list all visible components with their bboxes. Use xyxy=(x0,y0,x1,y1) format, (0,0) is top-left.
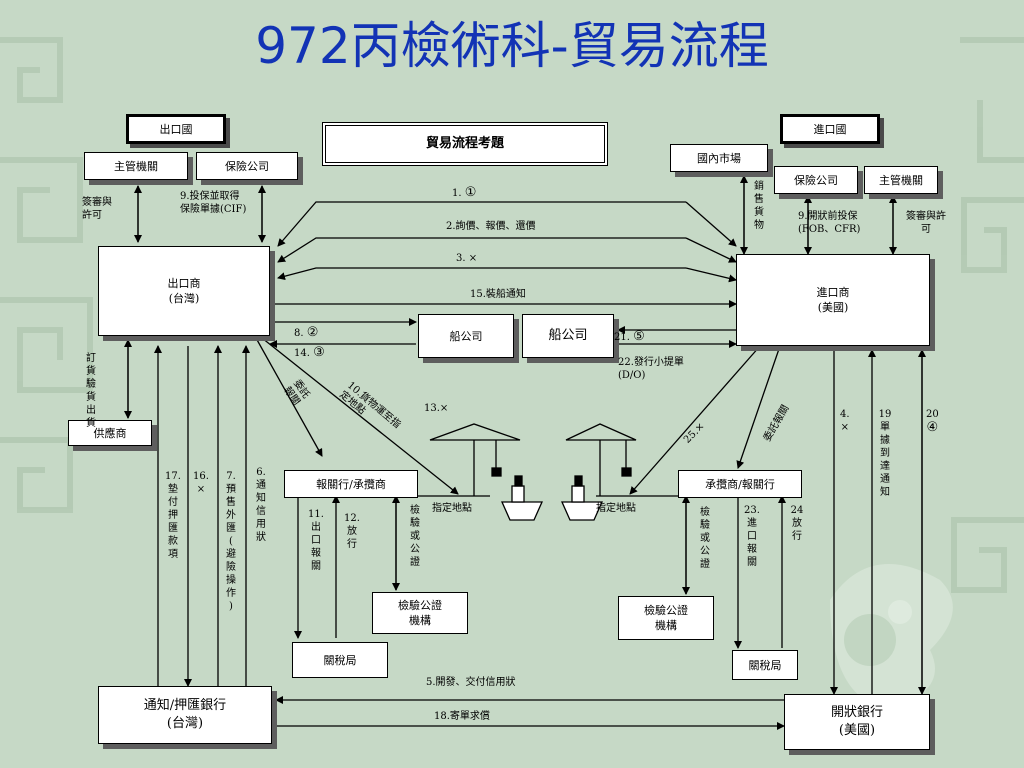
ship-icon xyxy=(500,475,544,521)
step-2-label: 2.詢價、報價、還價 xyxy=(446,221,536,232)
issuing-bank-box: 開狀銀行 (美國) xyxy=(784,694,930,750)
step-13-label: 13.× xyxy=(424,403,449,414)
inspection-agency-box-right: 檢驗公證 機構 xyxy=(618,596,714,640)
advising-bank-box: 通知/押匯銀行 (台灣) xyxy=(98,686,272,744)
export-country-box: 出口國 xyxy=(126,114,226,144)
ship-company-box: 船公司 xyxy=(522,314,614,358)
ship-company-box: 船公司 xyxy=(418,314,514,358)
crane-icon xyxy=(565,423,637,496)
designated-location-label-right: 指定地點 xyxy=(596,503,636,514)
customs-broker-box-left: 報關行/承攬商 xyxy=(284,470,418,498)
inspection-agency-box-left: 檢驗公證 機構 xyxy=(372,592,468,634)
supplier-box: 供應商 xyxy=(68,420,152,446)
exporter-box: 出口商 (台灣) xyxy=(98,246,270,336)
insurance-box-right: 保險公司 xyxy=(774,166,858,194)
authority-box-left: 主管機關 xyxy=(84,152,188,180)
step-8-label: 8. ② xyxy=(294,325,319,340)
step-19-label: 19 單 據 到 達 通 知 xyxy=(878,409,892,498)
step-12-label: 12. 放 行 xyxy=(344,513,360,550)
inspection-cert-label-right: 檢 驗 或 公 證 xyxy=(700,507,710,570)
step-1-label: 1. ① xyxy=(452,185,477,200)
exam-title-box: 貿易流程考題 xyxy=(322,122,608,166)
customs-office-box-left: 關稅局 xyxy=(292,642,388,678)
step-5-label: 5.開發、交付信用狀 xyxy=(426,677,516,688)
crane-icon xyxy=(429,423,521,497)
insure-fob-label: 9.開狀前投保 (FOB、CFR) xyxy=(798,211,861,235)
sales-goods-label: 銷 售 貨 物 xyxy=(754,181,764,231)
ship-icon xyxy=(560,475,604,521)
insurance-box-left: 保險公司 xyxy=(196,152,298,180)
approval-label-right: 簽審與許 可 xyxy=(906,211,946,235)
step-17-label: 17. 墊 付 押 匯 款 項 xyxy=(165,471,181,560)
designated-location-label-left: 指定地點 xyxy=(432,503,472,514)
step-18-label: 18.寄單求償 xyxy=(434,711,490,722)
importer-box: 進口商 (美國) xyxy=(736,254,930,346)
approval-label-left: 簽審與 許可 xyxy=(82,197,112,221)
step-3-label: 3. × xyxy=(456,253,478,264)
authority-box-right: 主管機關 xyxy=(864,166,938,194)
step-4-label: 4. × xyxy=(840,409,850,433)
step-7-label: 7. 預 售 外 匯 ( 避 險 操 作 ) xyxy=(226,471,236,612)
step-21-label: 21. ⑤ xyxy=(614,329,645,344)
step-16-label: 16. × xyxy=(193,471,209,495)
page-title: 972丙檢術科-貿易流程 xyxy=(255,17,769,75)
step-6-label: 6. 通 知 信 用 狀 xyxy=(256,467,266,543)
insure-cif-label: 9.投保並取得 保險單據(CIF) xyxy=(180,191,247,215)
step-15-label: 15.裝船通知 xyxy=(470,289,526,300)
domestic-market-box: 國內市場 xyxy=(670,144,768,172)
step-24-label: 24 放 行 xyxy=(790,505,804,542)
inspection-cert-label-left: 檢 驗 或 公 證 xyxy=(410,505,420,568)
step-11-label: 11. 出 口 報 關 xyxy=(308,509,324,572)
step-23-label: 23. 進 口 報 關 xyxy=(744,505,760,568)
import-country-box: 進口國 xyxy=(780,114,880,144)
step-14-label: 14. ③ xyxy=(294,345,325,360)
order-goods-label: 訂 貨 驗 貨 出 貨 xyxy=(86,353,96,429)
step-22-label: 22.發行小提單 (D/O) xyxy=(618,357,684,381)
customs-office-box-right: 關稅局 xyxy=(732,650,798,680)
customs-broker-box-right: 承攬商/報關行 xyxy=(678,470,802,498)
